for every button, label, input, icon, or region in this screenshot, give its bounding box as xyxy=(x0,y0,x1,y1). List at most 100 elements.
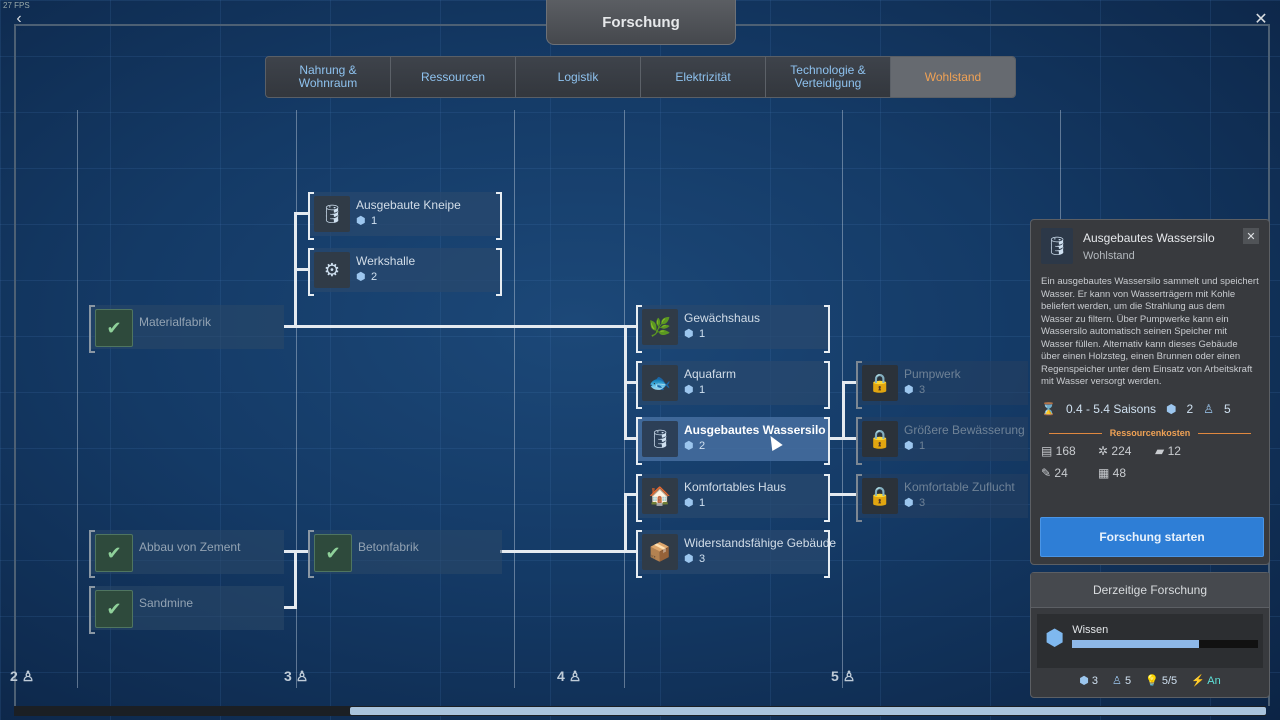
worker-icon: ♙ xyxy=(568,668,582,684)
worker-icon: ♙ xyxy=(21,668,35,684)
water-silo-icon: 🛢 xyxy=(1041,228,1073,264)
science-icon: ⬢ xyxy=(904,440,914,452)
check-icon: ✔ xyxy=(314,534,352,572)
tab-technologie-verteidigung[interactable]: Technologie & Verteidigung xyxy=(766,57,891,97)
start-research-button[interactable]: Forschung starten xyxy=(1040,517,1264,557)
current-research-name: Wissen xyxy=(1072,624,1109,636)
check-icon: ✔ xyxy=(95,309,133,347)
tier-label: 2 ♙ xyxy=(10,668,35,684)
window-title: Forschung xyxy=(546,0,736,45)
tab-ressourcen[interactable]: Ressourcen xyxy=(391,57,516,97)
tier-guide-line xyxy=(514,110,515,688)
fps-counter: 27 FPS xyxy=(3,1,30,10)
research-node-materialfabrik[interactable]: ✔ Materialfabrik xyxy=(89,305,284,353)
research-node-komfortables-haus[interactable]: 🏠 Komfortables Haus ⬢1 xyxy=(636,474,830,522)
aquafarm-icon: 🐟 xyxy=(642,365,678,401)
science-icon: ⬢ xyxy=(356,215,366,227)
science-icon: ⬢ xyxy=(356,271,366,283)
tab-logistik[interactable]: Logistik xyxy=(516,57,641,97)
tab-wohlstand[interactable]: Wohlstand xyxy=(891,57,1015,97)
tree-connector xyxy=(284,606,297,609)
details-stats: ⌛0.4 - 5.4 Saisons ⬢2 ♙5 xyxy=(1041,402,1231,416)
close-icon: ✕ xyxy=(1246,230,1256,243)
close-icon: ✕ xyxy=(1254,11,1268,28)
science-icon: ⬢ xyxy=(904,384,914,396)
current-research-header: Derzeitige Forschung xyxy=(1031,573,1269,608)
tree-connector xyxy=(842,381,856,384)
check-icon: ✔ xyxy=(95,534,133,572)
worker-icon: ♙ xyxy=(1203,402,1214,416)
resource-wood: ▤ 168 xyxy=(1041,444,1076,458)
current-research-stats: ⬢ 3 ♙ 5 💡 5/5 ⚡ An xyxy=(1079,675,1221,687)
worker-icon: ♙ xyxy=(1112,675,1122,687)
science-icon: ⬢ xyxy=(684,553,694,565)
chevron-left-icon: ‹ xyxy=(16,10,22,27)
tier-guide-line xyxy=(77,110,78,688)
science-icon: ⬢ xyxy=(684,328,694,340)
tree-connector xyxy=(624,493,627,553)
research-node-komfortable-zuflucht[interactable]: 🔒 Komfortable Zuflucht ⬢3 xyxy=(856,474,1028,522)
tab-elektrizitaet[interactable]: Elektrizität xyxy=(641,57,766,97)
details-description: Ein ausgebautes Wassersilo sammelt und s… xyxy=(1041,276,1259,387)
research-node-werkshalle[interactable]: ⚙ Werkshalle ⬢2 xyxy=(308,248,502,296)
back-button[interactable]: ‹ xyxy=(8,8,30,30)
tier-guide-line xyxy=(296,110,297,688)
tab-nahrung-wohnraum[interactable]: Nahrung & Wohnraum xyxy=(266,57,391,97)
lock-icon: 🔒 xyxy=(862,365,898,401)
research-node-gewaechshaus[interactable]: 🌿 Gewächshaus ⬢1 xyxy=(636,305,830,353)
details-close-button[interactable]: ✕ xyxy=(1243,228,1259,244)
science-icon: ⬢ xyxy=(684,497,694,509)
research-node-aquafarm[interactable]: 🐟 Aquafarm ⬢1 xyxy=(636,361,830,409)
check-icon: ✔ xyxy=(95,590,133,628)
research-node-betonfabrik[interactable]: ✔ Betonfabrik xyxy=(308,530,502,578)
tree-connector xyxy=(294,268,308,271)
house-icon: 🏠 xyxy=(642,478,678,514)
worker-icon: ♙ xyxy=(295,668,309,684)
tier-label: 5 ♙ xyxy=(831,668,856,684)
research-node-widerstandsfaehige-gebaeude[interactable]: 📦 Widerstandsfähige Gebäude ⬢3 xyxy=(636,530,836,578)
details-category: Wohlstand xyxy=(1083,250,1135,262)
resource-steel: ✲ 224 xyxy=(1098,444,1132,458)
power-icon: ⚡ xyxy=(1191,675,1205,687)
science-icon: ⬢ xyxy=(684,384,694,396)
tree-connector xyxy=(294,212,308,215)
research-node-sandmine[interactable]: ✔ Sandmine xyxy=(89,586,284,634)
water-silo-icon: 🛢 xyxy=(642,421,678,457)
research-details-panel: 🛢 Ausgebautes Wassersilo Wohlstand ✕ Ein… xyxy=(1030,219,1270,565)
resource-concrete: ▰ 12 xyxy=(1155,444,1181,458)
science-icon: ⬢ xyxy=(1166,402,1177,416)
lock-icon: 🔒 xyxy=(862,421,898,457)
tree-connector xyxy=(284,325,637,328)
tree-connector xyxy=(624,437,637,440)
research-node-pumpwerk[interactable]: 🔒 Pumpwerk ⬢3 xyxy=(856,361,1028,409)
scrollbar-thumb[interactable] xyxy=(350,707,1266,715)
resource-costs-header: Ressourcenkosten xyxy=(1041,428,1259,438)
greenhouse-icon: 🌿 xyxy=(642,309,678,345)
lightbulb-icon: 💡 xyxy=(1145,675,1159,687)
hourglass-icon: ⌛ xyxy=(1041,402,1056,416)
resource-tool: ✎ 24 xyxy=(1041,466,1068,480)
horizontal-scrollbar[interactable] xyxy=(14,706,1266,716)
tier-label: 4 ♙ xyxy=(557,668,582,684)
tree-connector xyxy=(624,381,637,384)
science-icon: ⬢ xyxy=(1079,675,1089,687)
tier-guide-line xyxy=(1060,110,1061,220)
details-title: Ausgebautes Wassersilo xyxy=(1083,231,1215,245)
resource-costs: ▤ 168 ✲ 224 ▰ 12 ✎ 24 ▦ 48 xyxy=(1031,438,1269,488)
research-node-groessere-bewaesserung[interactable]: 🔒 Größere Bewässerung ⬢1 xyxy=(856,417,1028,465)
tier-label: 3 ♙ xyxy=(284,668,309,684)
research-node-ausgebautes-wassersilo[interactable]: 🛢 Ausgebautes Wassersilo ⬢2 xyxy=(636,417,830,465)
tree-connector xyxy=(294,550,297,609)
science-icon: ⬢ xyxy=(904,497,914,509)
tree-connector xyxy=(500,550,637,553)
research-node-abbau-von-zement[interactable]: ✔ Abbau von Zement xyxy=(89,530,284,578)
tree-connector xyxy=(828,493,856,496)
knowledge-icon: ⬢ xyxy=(1045,625,1065,650)
barrel-icon: 🛢 xyxy=(314,196,350,232)
current-research-panel: Derzeitige Forschung ⬢ Wissen ⬢ 3 ♙ 5 💡 … xyxy=(1030,572,1270,698)
close-window-button[interactable]: ✕ xyxy=(1250,8,1272,30)
research-node-ausgebaute-kneipe[interactable]: 🛢 Ausgebaute Kneipe ⬢1 xyxy=(308,192,502,240)
lock-icon: 🔒 xyxy=(862,478,898,514)
resource-parts: ▦ 48 xyxy=(1098,466,1127,480)
current-research-progress xyxy=(1072,640,1259,648)
